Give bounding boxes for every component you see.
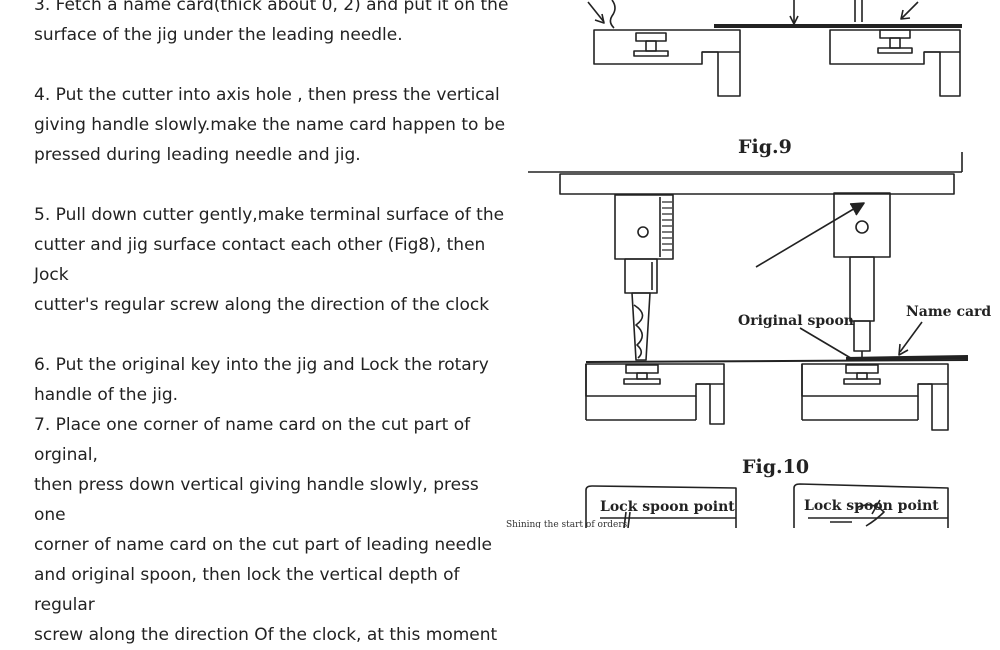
name-card-label: Name card bbox=[906, 304, 991, 320]
fig8-fragment bbox=[587, 0, 962, 97]
step4-line2: giving handle slowly.make the name card … bbox=[34, 115, 506, 135]
step4-line3: pressed during leading needle and jig. bbox=[34, 145, 361, 165]
step4-line1: 4. Put the cutter into axis hole , then … bbox=[34, 85, 500, 105]
figure-drawing: Fig.9 Fig.10 Original spoon Name card Lo… bbox=[506, 0, 991, 528]
step7-line4: and original spoon, then lock the vertic… bbox=[34, 565, 460, 615]
step5-line3: cutter's regular screw along the directi… bbox=[34, 295, 490, 315]
figure-panel: Fig.9 Fig.10 Original spoon Name card Lo… bbox=[500, 0, 1000, 528]
step7-line1: 7. Place one corner of name card on the … bbox=[34, 415, 471, 465]
step6-line1: 6. Put the original key into the jig and… bbox=[34, 355, 489, 375]
step5-line1: 5. Pull down cutter gently,make terminal… bbox=[34, 205, 505, 225]
step3-line1: 3. Fetch a name card(thick about 0, 2) a… bbox=[34, 0, 509, 15]
lock-spoon-point-right: Lock spoon point bbox=[804, 498, 939, 514]
lock-spoon-point-left: Lock spoon point bbox=[600, 499, 735, 515]
instruction-text: 3. Fetch a name card(thick about 0, 2) a… bbox=[34, 0, 514, 650]
fig11-fragment bbox=[585, 483, 949, 528]
step7-line2: then press down vertical giving handle s… bbox=[34, 475, 479, 525]
step5-line2: cutter and jig surface contact each othe… bbox=[34, 235, 486, 285]
fig10-label: Fig.10 bbox=[742, 456, 809, 478]
step3-line2: surface of the jig under the leading nee… bbox=[34, 25, 403, 45]
original-spoon-label: Original spoon bbox=[738, 313, 854, 329]
step6-line2: handle of the jig. bbox=[34, 385, 179, 405]
step7-line5: screw along the direction Of the clock, … bbox=[34, 625, 498, 645]
step7-line3: corner of name card on the cut part of l… bbox=[34, 535, 492, 555]
fig10-drawing bbox=[528, 152, 969, 431]
shining-note: Shining the start of orders bbox=[506, 520, 628, 528]
fig9-label: Fig.9 bbox=[738, 136, 792, 158]
